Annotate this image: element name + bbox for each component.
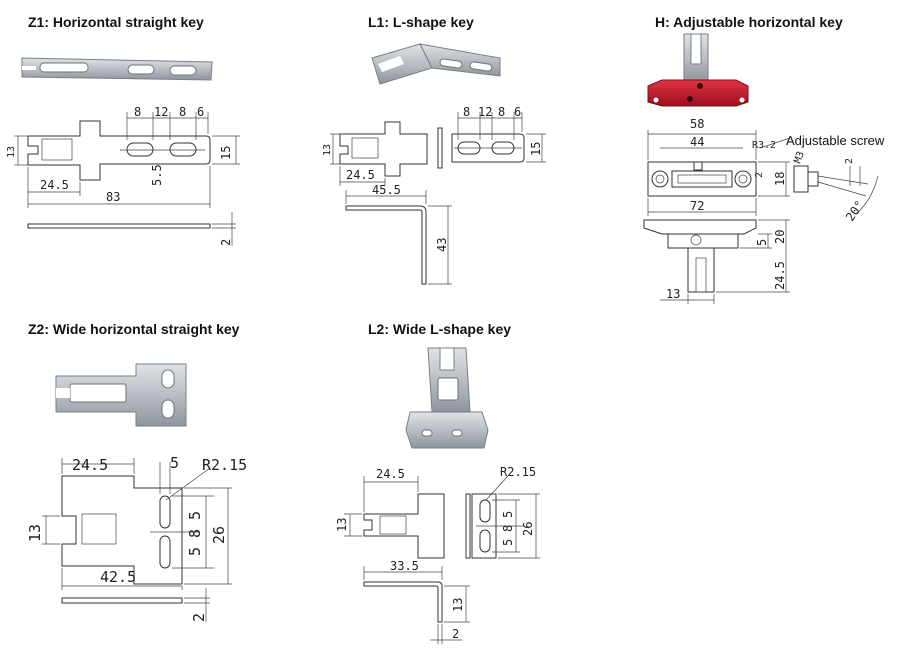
z2-dim-24-5: 24.5 [72,456,108,474]
heading-l1: L1: L-shape key [368,14,474,30]
l2-dim-8: 8 [501,525,515,532]
l2-dim-26: 26 [521,522,535,536]
l1-dim-24-5: 24.5 [346,168,375,182]
z1-dim-13: 13 [6,146,17,158]
l2-side-view [363,566,470,644]
h-dim-44: 44 [690,135,704,149]
h-dim-m3: M3 [792,150,806,165]
h-adjustable-screw-label: Adjustable screw [786,133,885,148]
z1-dim-2: 2 [219,239,233,246]
z2-dim-r2-15: R2.15 [202,456,247,474]
l1-dim-13: 13 [322,144,333,156]
h-dimensions: 58 44 R3.2 2 18 72 2 M3 20° 5 20 24.5 13… [666,117,885,301]
l2-dim-5a: 5 [501,511,515,518]
z2-dim-8: 8 [186,529,204,538]
z2-dim-2: 2 [190,613,208,622]
heading-h: H: Adjustable horizontal key [655,14,843,30]
h-dim-20deg: 20° [843,198,867,224]
h-dim-13: 13 [666,287,680,301]
z2-dim-5a: 5 [186,511,204,520]
l1-end-view [437,112,546,169]
z1-dim-5-5: 5.5 [150,164,164,186]
l2-dim-5b: 5 [501,539,515,546]
z1-dim-15: 15 [219,146,233,160]
h-dim-r3-2: R3.2 [752,140,776,151]
heading-z1: Z1: Horizontal straight key [28,14,204,30]
h-dim-58: 58 [690,117,704,131]
z2-dim-26: 26 [210,526,228,544]
l2-top-view [344,476,445,559]
h-dim-72: 72 [690,199,704,213]
h-dim-18: 18 [773,172,787,186]
l1-side-view [345,190,452,285]
l1-top-view [330,121,428,186]
l2-photo [405,347,489,449]
z1-photo [21,57,213,81]
z2-dim-42-5: 42.5 [100,568,136,586]
h-dim-2b: 2 [844,158,855,164]
z1-dimensions: 8 12 8 6 13 15 5.5 24.5 83 2 [6,105,233,246]
h-photo [647,33,749,107]
h-dim-20: 20 [773,230,787,244]
z1-dim-24-5: 24.5 [40,178,69,192]
h-side-view [643,219,790,304]
z1-dim-83: 83 [106,190,120,204]
l1-dim-12: 12 [478,105,492,119]
h-dim-2a: 2 [754,172,765,178]
l2-dim-13b: 13 [451,598,465,612]
l2-dim-2: 2 [452,627,459,641]
z1-side-view [27,212,236,246]
l2-dim-33-5: 33.5 [390,559,419,573]
z2-dim-5b: 5 [186,547,204,556]
z2-photo [55,363,187,427]
z1-dim-8b: 8 [179,105,186,119]
z2-dim-5: 5 [170,454,179,472]
l2-dim-r2-15: R2.15 [500,465,536,479]
l1-dim-43: 43 [435,238,449,252]
z1-dim-8a: 8 [134,105,141,119]
l1-dim-8b: 8 [498,105,505,119]
heading-l2: L2: Wide L-shape key [368,321,512,337]
l2-dimensions: 24.5 R2.15 13 5 8 5 26 33.5 13 2 [335,465,536,641]
h-dim-5: 5 [755,239,769,246]
z1-dim-6: 6 [197,105,204,119]
l1-dim-8a: 8 [463,105,470,119]
heading-z2: Z2: Wide horizontal straight key [28,321,240,337]
z2-dimensions: 24.5 5 R2.15 13 5 8 5 26 42.5 2 [26,454,247,622]
l2-dim-24-5: 24.5 [376,467,405,481]
l1-dim-6: 6 [514,105,521,119]
l1-dim-15: 15 [529,142,543,156]
l1-dim-45-5: 45.5 [372,183,401,197]
z2-side-view [61,588,210,622]
h-top-view [647,130,879,216]
l2-dim-13: 13 [335,518,349,532]
z2-dim-13: 13 [26,524,44,542]
z2-top-view [42,458,232,590]
z1-top-view [14,112,240,208]
l1-dimensions: 8 12 8 6 13 15 24.5 45.5 43 [322,105,543,252]
h-dim-24-5: 24.5 [773,261,787,290]
l1-photo [371,43,501,85]
z1-dim-12: 12 [154,105,168,119]
l2-end-view [465,475,540,559]
